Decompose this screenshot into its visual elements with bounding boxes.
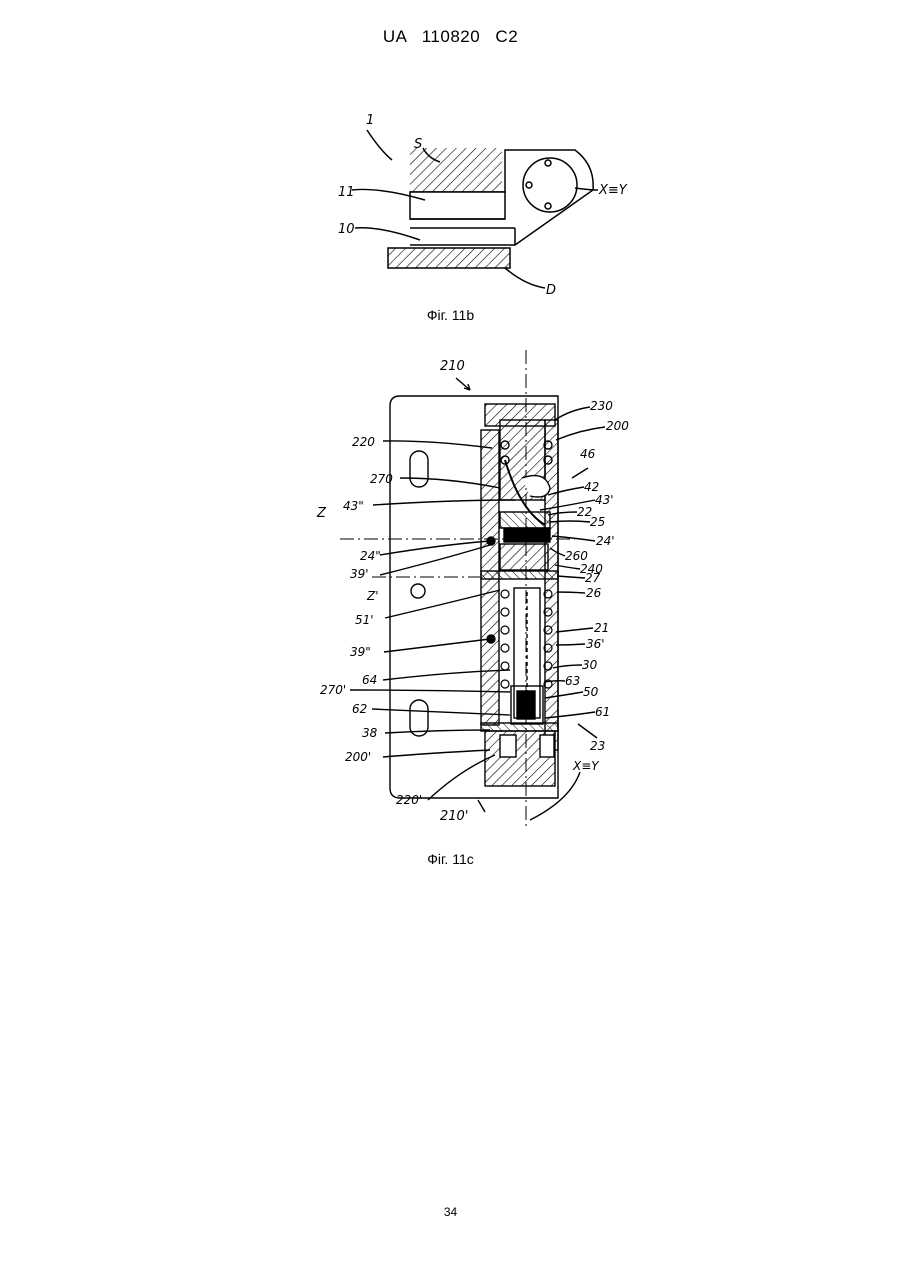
figure-11b-drawing xyxy=(352,130,598,288)
fig11c-label-Zp: Z' xyxy=(366,589,379,603)
fig11c-label-21: 21 xyxy=(594,621,609,635)
figure-11b-caption: Фіг. 11b xyxy=(0,307,901,323)
fig11c-label-270: 270 xyxy=(370,472,393,486)
fig11c-label-210p: 210' xyxy=(440,809,468,824)
fig11b-label-S: S xyxy=(414,137,422,152)
figure-11c-drawing xyxy=(340,350,605,830)
fig11c-label-50: 50 xyxy=(583,685,599,699)
fig11c-label-24p: 24' xyxy=(596,534,615,548)
fig11c-label-210: 210 xyxy=(440,359,465,374)
fig11c-label-38: 38 xyxy=(362,726,378,740)
fig11c-label-42: 42 xyxy=(584,480,599,494)
figure-11c-caption: Фіг. 11c xyxy=(0,851,901,867)
fig11c-label-220: 220 xyxy=(352,435,375,449)
fig11c-label-27: 27 xyxy=(585,571,601,585)
fig11c-label-51p: 51' xyxy=(355,613,374,627)
fig11c-label-200p: 200' xyxy=(345,750,371,764)
fig11c-label-39pp: 39" xyxy=(350,645,371,659)
fig11c-label-43pp: 43" xyxy=(343,499,364,513)
fig11c-label-46: 46 xyxy=(580,447,596,461)
fig11c-label-220p: 220' xyxy=(396,793,422,807)
fig11c-label-64: 64 xyxy=(362,673,377,687)
fig11c-label-200: 200 xyxy=(606,419,629,433)
fig11c-label-Z: Z xyxy=(316,506,327,521)
fig11c-label-25: 25 xyxy=(590,515,605,529)
fig11c-label-62: 62 xyxy=(352,702,367,716)
fig11c-label-43p: 43' xyxy=(595,493,614,507)
fig11c-label-24pp: 24" xyxy=(360,549,381,563)
fig11c-label-61: 61 xyxy=(595,705,610,719)
fig11c-label-63: 63 xyxy=(565,674,580,688)
fig11c-label-30: 30 xyxy=(582,658,598,672)
fig11b-label-xy: X≡Y xyxy=(598,183,628,198)
fig11b-label-1: 1 xyxy=(366,113,374,128)
fig11c-label-23: 23 xyxy=(590,739,605,753)
fig11b-label-D: D xyxy=(546,283,556,298)
fig11c-label-270p: 270' xyxy=(320,683,346,697)
fig11c-label-xy: X≡Y xyxy=(572,759,600,773)
fig11c-label-26: 26 xyxy=(586,586,602,600)
fig11c-label-260: 260 xyxy=(565,549,588,563)
page-number: 34 xyxy=(0,1205,901,1219)
fig11b-label-10: 10 xyxy=(338,222,355,237)
fig11c-label-36p: 36' xyxy=(586,637,605,651)
fig11c-label-230: 230 xyxy=(590,399,613,413)
fig11b-label-11: 11 xyxy=(338,185,355,200)
fig11c-label-39p: 39' xyxy=(350,567,369,581)
